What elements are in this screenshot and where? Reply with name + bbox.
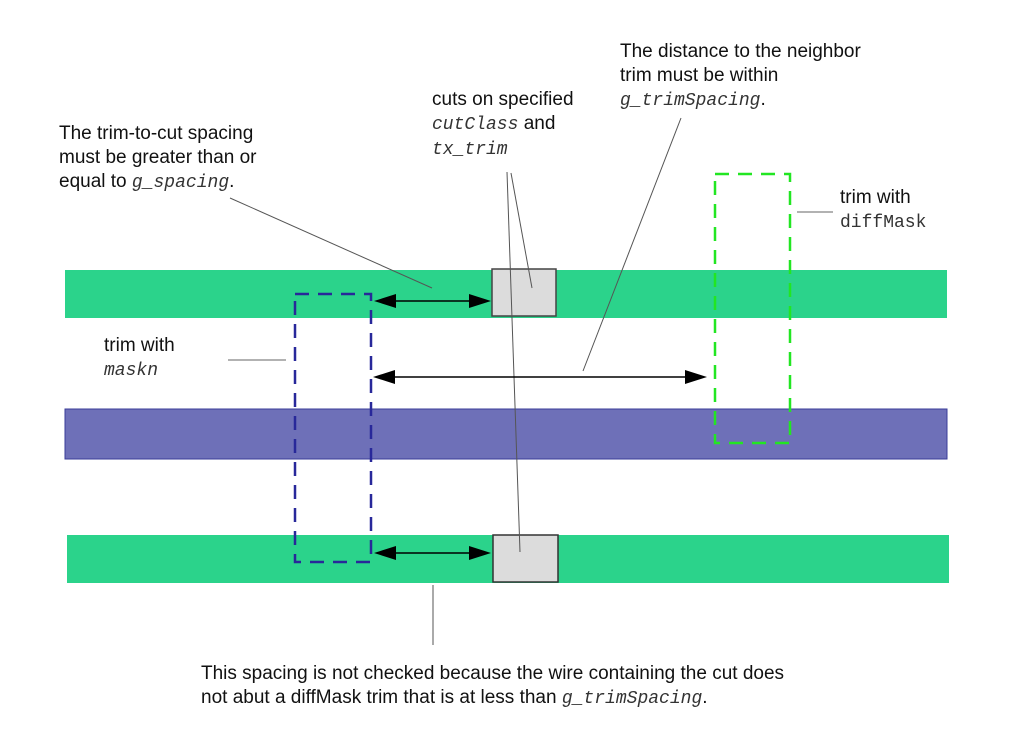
text-prefix: not abut a diffMask trim that is at less… <box>201 687 562 708</box>
leader-cuts-bottom <box>506 171 521 553</box>
annotation-trim-diffmask: trim with diffMask <box>840 186 926 235</box>
annotation-neighbor-line2: trim must be within <box>620 65 779 86</box>
annotation-neighbor-distance: The distance to the neighbor trim must b… <box>620 40 861 113</box>
code-diffmask: diffMask <box>840 213 927 233</box>
text-suffix: . <box>760 89 766 110</box>
annotation-neighbor-line1: The distance to the neighbor <box>620 41 861 62</box>
annotation-trim-to-cut-line3: equal to g_spacing. <box>59 170 257 195</box>
arrow-trim-to-cut-bottom <box>374 546 491 560</box>
text-suffix: . <box>229 171 235 192</box>
annotation-not-checked-line1: This spacing is not checked because the … <box>201 663 785 684</box>
annotation-maskn-line1: trim with <box>104 335 175 356</box>
annotation-cuts-line2: cutClass and <box>432 112 574 137</box>
annotation-trim-to-cut-line2: must be greater than or <box>59 147 257 168</box>
annotation-not-checked-line2: not abut a diffMask trim that is at less… <box>201 686 784 711</box>
code-g-trimspacing: g_trimSpacing <box>561 689 703 709</box>
wire-middle-purple <box>64 408 948 460</box>
leader-trim-to-cut <box>229 197 433 289</box>
arrow-neighbor-distance <box>373 370 707 384</box>
text-suffix: . <box>702 687 708 708</box>
cut-top <box>491 268 557 317</box>
annotation-not-checked: This spacing is not checked because the … <box>201 662 784 711</box>
arrow-trim-to-cut-top <box>374 294 491 308</box>
annotation-trim-to-cut: The trim-to-cut spacing must be greater … <box>59 122 257 195</box>
annotation-trim-maskn: trim with maskn <box>104 334 175 383</box>
trim-diffmask <box>713 172 792 445</box>
code-g-trimspacing: g_trimSpacing <box>620 91 761 111</box>
annotation-diffmask-line1: trim with <box>840 187 911 208</box>
leader-neighbor-distance <box>582 117 682 372</box>
code-g-spacing: g_spacing <box>131 173 230 193</box>
code-tx-trim: tx_trim <box>432 140 508 160</box>
code-cutclass: cutClass <box>432 115 519 135</box>
text-suffix: and <box>518 113 556 134</box>
annotation-cuts-line3: tx_trim <box>432 137 574 162</box>
cut-bottom <box>492 534 559 583</box>
leader-cuts-top <box>510 172 533 289</box>
code-maskn: maskn <box>104 361 159 381</box>
trim-maskn <box>293 292 373 564</box>
annotation-trim-to-cut-line1: The trim-to-cut spacing <box>59 123 254 144</box>
annotation-cuts: cuts on specified cutClass and tx_trim <box>432 88 574 162</box>
annotation-cuts-line1: cuts on specified <box>432 89 574 110</box>
annotation-neighbor-line3: g_trimSpacing. <box>620 88 861 113</box>
annotation-maskn-line2: maskn <box>104 358 175 383</box>
text-prefix: equal to <box>59 171 132 192</box>
annotation-diffmask-line2: diffMask <box>840 210 926 235</box>
